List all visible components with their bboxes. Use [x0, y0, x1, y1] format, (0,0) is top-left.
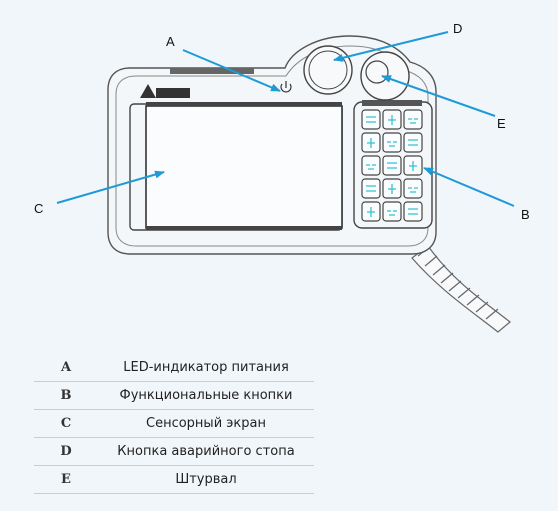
function-key — [361, 155, 381, 176]
function-key — [382, 178, 402, 199]
legend-text: Штурвал — [98, 465, 314, 494]
legend-key: E — [34, 465, 98, 494]
function-key — [361, 132, 381, 153]
function-key — [382, 109, 402, 130]
function-key — [403, 178, 423, 199]
legend-row: A LED-индикатор питания — [34, 354, 314, 382]
legend-row: B Функциональные кнопки — [34, 381, 314, 410]
cable — [411, 245, 511, 333]
arrow-d — [333, 31, 449, 62]
callout-c: C — [34, 201, 43, 216]
legend-key: B — [34, 381, 98, 410]
function-key — [382, 132, 402, 153]
arrow-a — [182, 49, 281, 92]
function-key — [403, 132, 423, 153]
legend-text: Сенсорный экран — [98, 409, 314, 438]
legend-row: C Сенсорный экран — [34, 409, 314, 438]
callout-a: A — [166, 34, 175, 49]
legend-row: E Штурвал — [34, 465, 314, 494]
function-key — [361, 201, 381, 222]
function-key — [403, 201, 423, 222]
teach-pendant-diagram: A B C D E — [34, 21, 530, 333]
legend-text: LED-индикатор питания — [98, 354, 314, 382]
callout-arrows — [56, 31, 515, 207]
function-key — [382, 155, 402, 176]
callout-e: E — [497, 116, 506, 131]
arrow-c — [56, 170, 165, 204]
callout-b: B — [521, 207, 530, 222]
function-keypad — [353, 100, 433, 229]
arrow-b — [423, 167, 515, 207]
handwheel — [360, 51, 410, 101]
legend-text: Кнопка аварийного стопа — [98, 437, 314, 466]
legend-key: C — [34, 409, 98, 438]
legend-table: A LED-индикатор питания B Функциональные… — [34, 354, 314, 494]
function-key — [382, 201, 402, 222]
function-key — [361, 109, 381, 130]
callout-d: D — [453, 21, 462, 36]
function-key — [403, 155, 423, 176]
legend-key: D — [34, 437, 98, 466]
emergency-stop-button — [303, 45, 353, 95]
function-key — [361, 178, 381, 199]
legend-row: D Кнопка аварийного стопа — [34, 437, 314, 466]
function-key — [403, 109, 423, 130]
touch-screen — [129, 102, 343, 231]
arrow-e — [381, 75, 496, 117]
legend-text: Функциональные кнопки — [98, 381, 314, 410]
led-power-indicator — [280, 81, 292, 93]
legend-key: A — [34, 354, 98, 382]
brand-logo — [140, 84, 190, 98]
